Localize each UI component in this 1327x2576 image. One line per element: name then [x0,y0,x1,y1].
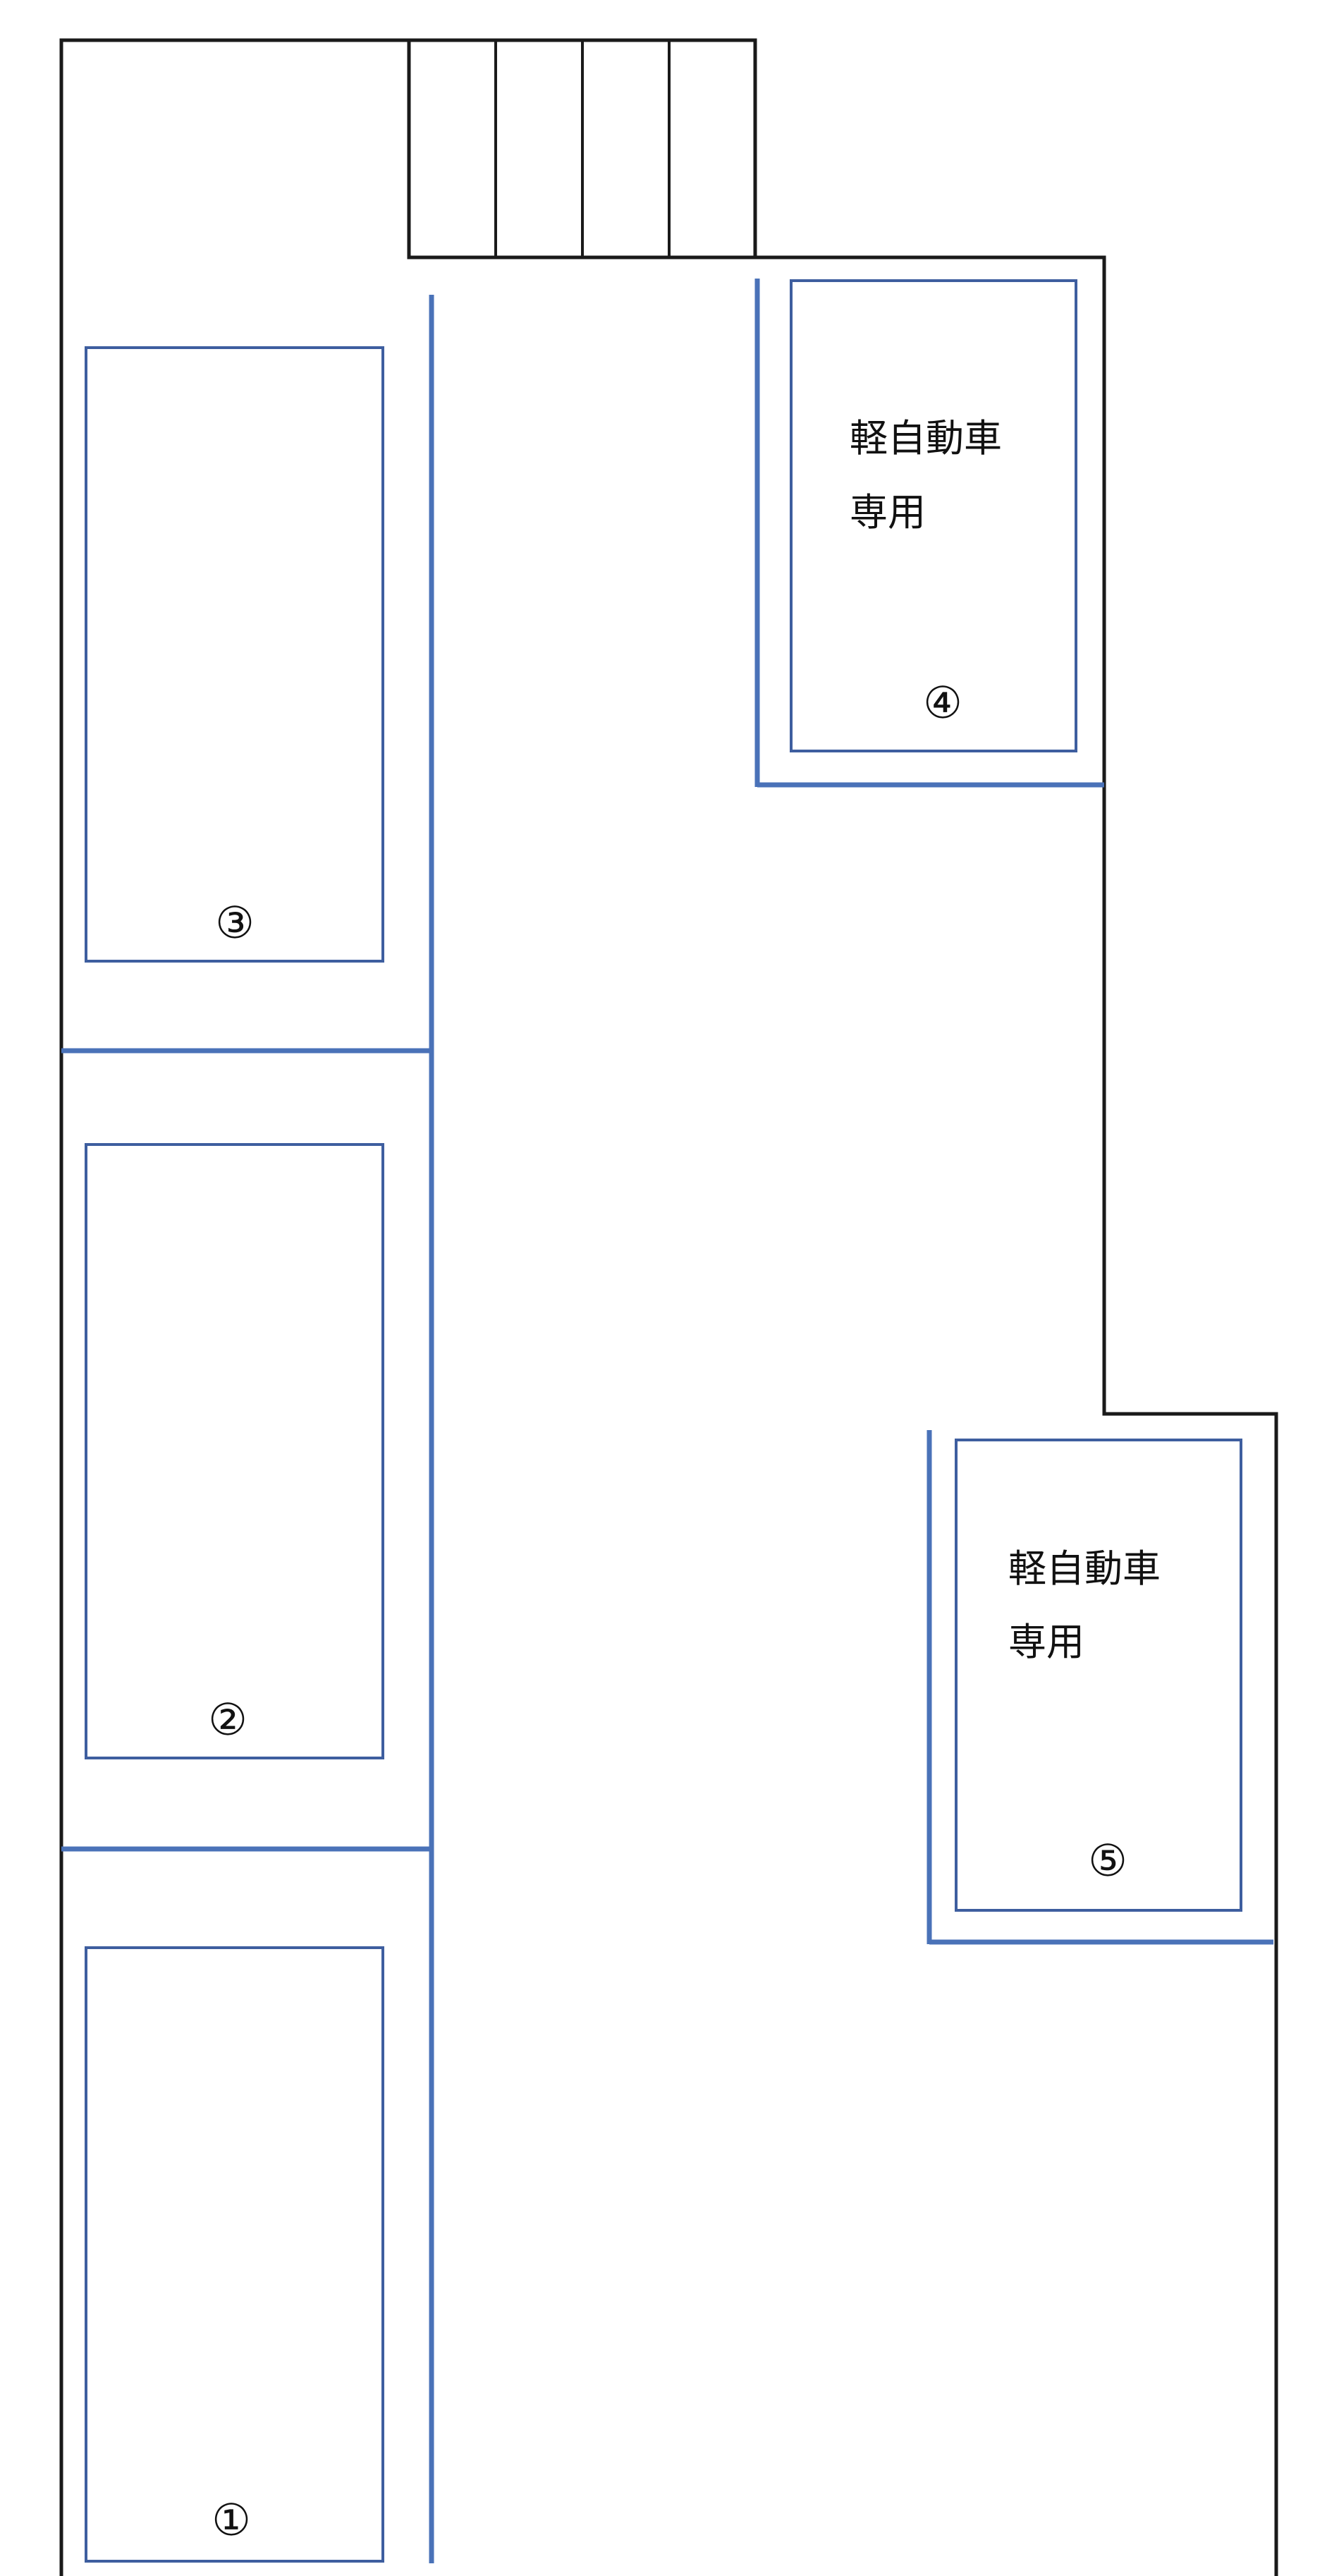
space-outline [85,1946,384,2563]
space-outline [955,1439,1242,1912]
space-number-label: ④ [923,677,962,728]
light-vehicle-only-label-line2: 専用 [850,490,926,535]
space-number-label: ① [212,2494,251,2546]
light-vehicle-only-label-line1: 軽自動車 [1008,1546,1161,1591]
lot-boundary [59,38,1278,2576]
parking-space-2: ② [85,1143,384,1759]
parking-space-5: 軽自動車 専用 ⑤ [927,1430,1273,1945]
parking-space-3: ③ [85,346,384,963]
parking-space-4: 軽自動車 専用 ④ [754,279,1104,788]
space-outline [85,346,384,963]
top-stall-structure [407,38,757,260]
space-number-label: ③ [215,897,255,948]
light-vehicle-only-label-line2: 専用 [1008,1620,1084,1664]
space-number-label: ② [208,1694,247,1745]
space-outline [85,1143,384,1759]
parking-space-1: ① [85,1946,384,2563]
space-outline [790,279,1077,752]
light-vehicle-only-label-line1: 軽自動車 [850,416,1002,460]
space-number-label: ⑤ [1088,1835,1127,1886]
